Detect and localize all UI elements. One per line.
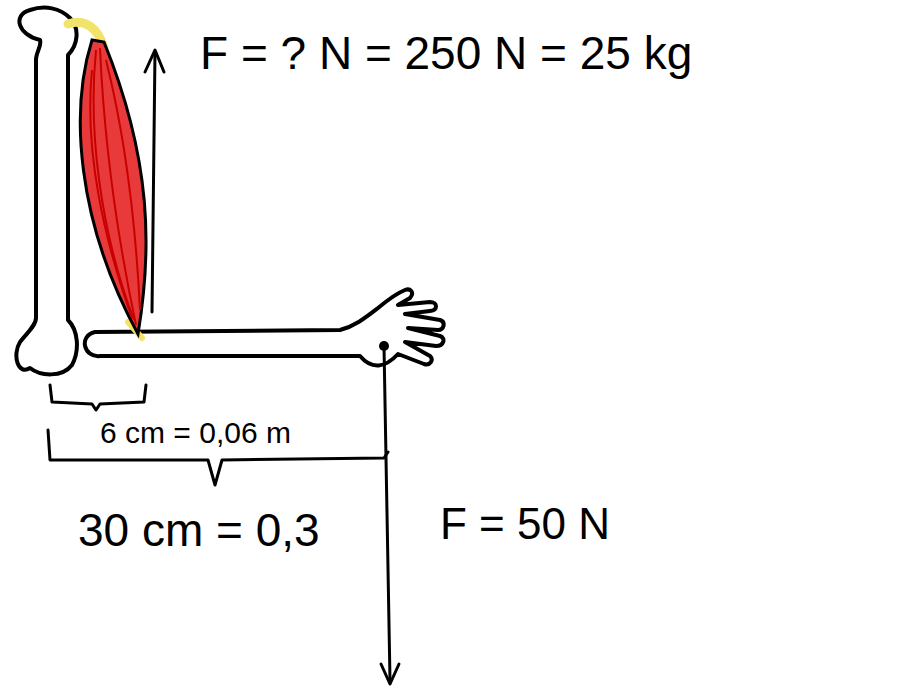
dimension-label: 6 cm = 0,06 m <box>100 416 291 449</box>
force-label: F = ? N = 250 N = 25 kg <box>200 28 692 79</box>
muscle-fibres <box>90 48 140 325</box>
arrow-head <box>145 50 164 72</box>
dimension-label: 30 cm = 0,3 <box>78 505 320 556</box>
force-arrow <box>152 52 155 312</box>
arrow-head <box>381 664 399 684</box>
dimension-bracket <box>50 385 146 410</box>
load-point <box>379 341 389 351</box>
force-arrow <box>384 346 390 680</box>
biceps-muscle <box>80 40 146 334</box>
humerus-bone <box>16 8 77 375</box>
force-label: F = 50 N <box>440 500 610 548</box>
